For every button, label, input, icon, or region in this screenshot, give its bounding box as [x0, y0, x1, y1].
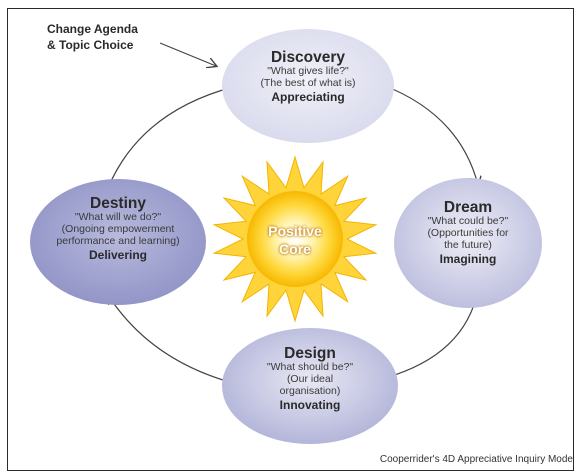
destiny-title: Destiny: [90, 195, 146, 212]
discovery-title: Discovery: [270, 49, 346, 66]
arrow-design-to-destiny: [108, 295, 234, 384]
destiny-description-2: performance and learning): [56, 234, 180, 247]
discovery-description: (The best of what is): [260, 77, 356, 90]
dream-title: Dream: [443, 199, 493, 216]
design-description-2: organisation): [279, 384, 341, 397]
dream-node: Dream "What could be?" (Opportunities fo…: [403, 199, 533, 266]
positive-core-label: Positive Core: [255, 223, 335, 258]
discovery-verb: Appreciating: [271, 89, 345, 104]
dream-ellipse: [394, 178, 542, 308]
design-title: Design: [284, 345, 336, 362]
core-line-2: Core: [279, 240, 311, 257]
destiny-node: Destiny "What will we do?" (Ongoing empo…: [33, 195, 203, 262]
discovery-ellipse: [222, 29, 394, 143]
dream-verb: Imagining: [439, 251, 497, 266]
core-line-1: Positive: [268, 223, 322, 239]
design-description-1: (Our ideal: [286, 373, 334, 386]
design-ellipse: [222, 328, 398, 444]
design-node: Design "What should be?" (Our ideal orga…: [240, 345, 380, 412]
arrow-destiny-to-discovery: [107, 87, 233, 189]
dream-description-1: (Opportunities for: [427, 227, 509, 240]
design-question: "What should be?": [266, 361, 354, 374]
dream-question: "What could be?": [427, 215, 509, 228]
arrow-discovery-to-dream: [382, 84, 478, 185]
positive-core-sun: [212, 155, 378, 323]
destiny-question: "What will we do?": [74, 211, 162, 224]
design-verb: Innovating: [279, 397, 341, 412]
discovery-node: Discovery "What gives life?" (The best o…: [238, 49, 378, 104]
destiny-verb: Delivering: [88, 247, 148, 262]
agenda-line-1: Change Agenda: [47, 22, 138, 36]
destiny-description-1: (Ongoing empowerment: [61, 223, 175, 236]
agenda-line-2: & Topic Choice: [47, 38, 134, 53]
arrow-agenda-to-discovery: [159, 42, 216, 66]
destiny-ellipse: [30, 179, 206, 305]
dream-description-2: the future): [444, 238, 492, 251]
discovery-question: "What gives life?": [267, 65, 349, 78]
diagram-caption: Cooperrider's 4D Appreciative Inquiry Mo…: [379, 454, 573, 465]
change-agenda-label: Change Agenda & Topic Choice: [47, 21, 138, 53]
